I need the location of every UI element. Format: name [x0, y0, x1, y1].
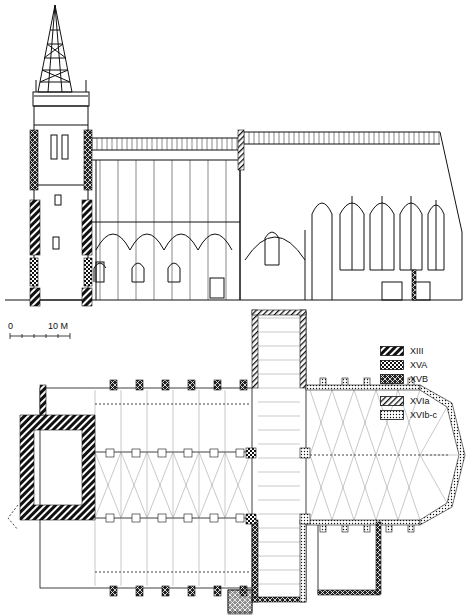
legend-swatch	[380, 346, 404, 356]
legend-text: XVIa	[410, 396, 430, 406]
legend-text: XIII	[410, 346, 424, 356]
scale-label: 10 M	[48, 322, 68, 331]
legend-swatch	[380, 374, 404, 384]
legend-text: XVB	[410, 374, 428, 384]
legend-entry: XVIa	[380, 396, 430, 406]
scale-label: 0	[8, 322, 13, 331]
legend-entry: XVA	[380, 360, 427, 370]
legend-entry: XVIb-c	[380, 410, 437, 420]
legend-swatch	[380, 360, 404, 370]
legend-text: XVA	[410, 360, 427, 370]
legend-text: XVIb-c	[410, 410, 437, 420]
legend-swatch	[380, 410, 404, 420]
legend-entry: XIII	[380, 346, 424, 356]
legend-swatch	[380, 396, 404, 406]
legend-entry: XVB	[380, 374, 428, 384]
